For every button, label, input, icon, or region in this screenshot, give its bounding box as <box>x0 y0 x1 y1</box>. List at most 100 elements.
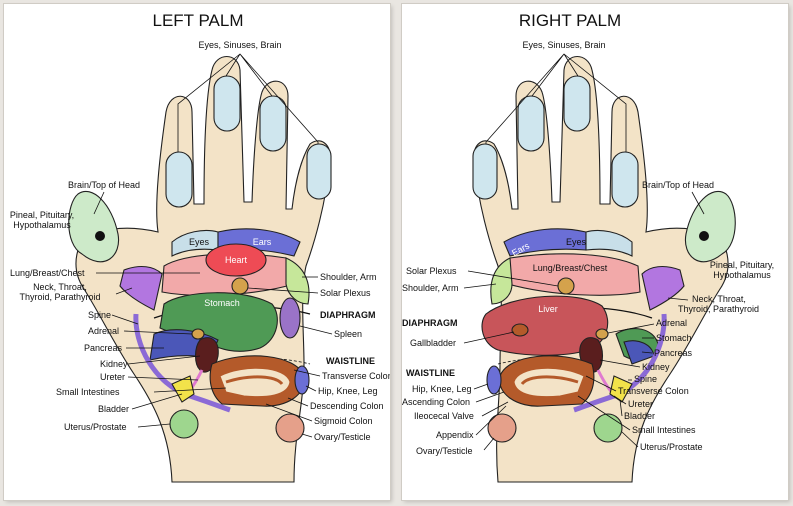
left-tip-pinky <box>306 143 332 200</box>
right-neck-leader <box>667 297 689 301</box>
right-kidney-leader <box>599 359 641 368</box>
right-eyes-sinuses-brain-label: Eyes, Sinuses, Brain <box>522 40 605 50</box>
left-heart-zone <box>205 243 267 277</box>
left-intestine-loop <box>225 375 284 386</box>
left-kidney-label: Kidney <box>100 359 128 369</box>
left-ears-zone-label: Ears <box>253 237 272 247</box>
left-small-intestine-zone <box>219 367 291 398</box>
right-tip-ring <box>517 95 545 152</box>
right-pineal-point <box>699 231 709 241</box>
left-uterus-label: Uterus/Prostate <box>64 422 127 432</box>
left-sigmoid-colon-label: Sigmoid Colon <box>314 416 373 426</box>
left-diaphragm-label: DIAPHRAGM <box>320 310 376 320</box>
left-spleen-leader <box>299 325 333 335</box>
left-tip-index <box>165 151 193 208</box>
right-palm-diagram: RIGHT PALM Eyes, Sinuses, Brain Ears Eye… <box>402 11 774 483</box>
right-neck-zone <box>641 265 685 311</box>
right-waistline-label: WAISTLINE <box>406 368 455 378</box>
right-eyes-zone <box>585 229 633 257</box>
right-pineal-label-1: Pineal, Pituitary, <box>710 260 774 270</box>
right-tip-middle <box>563 75 591 132</box>
right-gallbladder-zone <box>511 323 529 337</box>
right-palm-title: RIGHT PALM <box>519 11 621 30</box>
left-bladder-label: Bladder <box>98 404 129 414</box>
right-shoulder-leader <box>463 283 497 289</box>
right-solar-plexus-leader <box>467 270 559 287</box>
left-neck-leader <box>115 287 133 295</box>
right-pancreas-leader <box>641 351 653 354</box>
left-spine-leader <box>111 314 139 325</box>
right-small-intestines-label: Small Intestines <box>632 425 696 435</box>
left-spleen-zone <box>279 297 301 339</box>
right-bladder-label: Bladder <box>624 411 655 421</box>
left-ovary-leader <box>301 433 313 438</box>
right-adrenal-label: Adrenal <box>656 318 687 328</box>
left-hip-leader <box>305 385 317 392</box>
left-adrenal-leader <box>123 330 193 335</box>
right-lung-zone-label: Lung/Breast/Chest <box>533 263 608 273</box>
left-adrenal-zone <box>191 328 205 340</box>
right-neck-label-1: Neck, Throat, <box>692 294 746 304</box>
right-adrenal-zone <box>595 328 609 340</box>
right-transverse-colon-leader <box>585 375 617 392</box>
left-stomach-zone-label: Stomach <box>204 298 240 308</box>
left-brain-leader <box>93 191 105 215</box>
left-eyes-brace <box>177 53 319 152</box>
left-solar-plexus-zone <box>231 277 249 295</box>
left-transverse-colon-leader <box>293 369 321 377</box>
left-sigmoid-colon-leader <box>265 403 313 422</box>
right-palm-panel: RIGHT PALM Eyes, Sinuses, Brain Ears Eye… <box>402 4 788 500</box>
left-adrenal-label: Adrenal <box>88 326 119 336</box>
right-ascending-colon-leader <box>475 391 505 403</box>
right-ascending-colon-label: Ascending Colon <box>402 397 470 407</box>
left-small-intestines-leader <box>153 387 227 393</box>
left-spleen-label: Spleen <box>334 329 362 339</box>
left-pineal-label-1: Pineal, Pituitary, <box>10 210 74 220</box>
left-pineal-point <box>95 231 105 241</box>
left-shoulder-label: Shoulder, Arm <box>320 272 377 282</box>
right-lung-zone <box>507 253 641 296</box>
left-eyes-sinuses-brain-label: Eyes, Sinuses, Brain <box>198 40 281 50</box>
left-neck-label-1: Neck, Throat, <box>33 282 87 292</box>
right-ureter-label: Ureter <box>628 399 653 409</box>
right-gallbladder-leader <box>463 331 515 344</box>
left-palm-title: LEFT PALM <box>152 11 243 30</box>
right-solar-plexus-label: Solar Plexus <box>406 266 457 276</box>
left-tip-ring <box>259 95 287 152</box>
right-adrenal-leader <box>607 323 655 334</box>
left-ovary-zone <box>275 413 305 443</box>
right-liver-zone-label: Liver <box>538 304 558 314</box>
left-spine-label: Spine <box>88 310 111 320</box>
right-kidney-label: Kidney <box>642 362 670 372</box>
left-ureter-leader <box>127 376 199 381</box>
left-neck-label-2: Thyroid, Parathyroid <box>19 292 100 302</box>
right-appendix-label: Appendix <box>436 430 474 440</box>
left-brain-label: Brain/Top of Head <box>68 180 140 190</box>
left-pancreas-label: Pancreas <box>84 343 123 353</box>
right-stomach-label: Stomach <box>656 333 692 343</box>
left-shoulder-zone <box>285 257 310 305</box>
right-hip-label: Hip, Knee, Leg <box>412 384 472 394</box>
right-ovary-zone <box>487 413 517 443</box>
right-tip-index <box>611 151 639 208</box>
right-neck-label-2: Thyroid, Parathyroid <box>678 304 759 314</box>
right-brain-label: Brain/Top of Head <box>642 180 714 190</box>
right-diaphragm-label: DIAPHRAGM <box>402 318 458 328</box>
left-descending-colon-leader <box>287 397 309 407</box>
right-pancreas-label: Pancreas <box>654 348 693 358</box>
left-hip-zone <box>294 365 310 395</box>
right-ileocecal-label: Ileocecal Valve <box>414 411 474 421</box>
left-palm-panel: LEFT PALM Eyes, Sinuses, Brain Eyes Ears <box>4 4 393 500</box>
left-neck-zone <box>119 265 163 311</box>
right-ovary-label: Ovary/Testicle <box>416 446 473 456</box>
right-waistline-line <box>497 357 581 365</box>
right-brain-leader <box>691 191 705 215</box>
left-bladder-leader <box>131 393 183 410</box>
right-bladder-zone <box>609 375 633 403</box>
right-intestine-loop <box>520 375 579 386</box>
right-small-intestine-zone <box>513 367 585 398</box>
right-bladder-leader <box>619 399 623 417</box>
left-solar-plexus-label: Solar Plexus <box>320 288 371 298</box>
left-ureter-label: Ureter <box>100 372 125 382</box>
right-thumb <box>684 191 736 263</box>
